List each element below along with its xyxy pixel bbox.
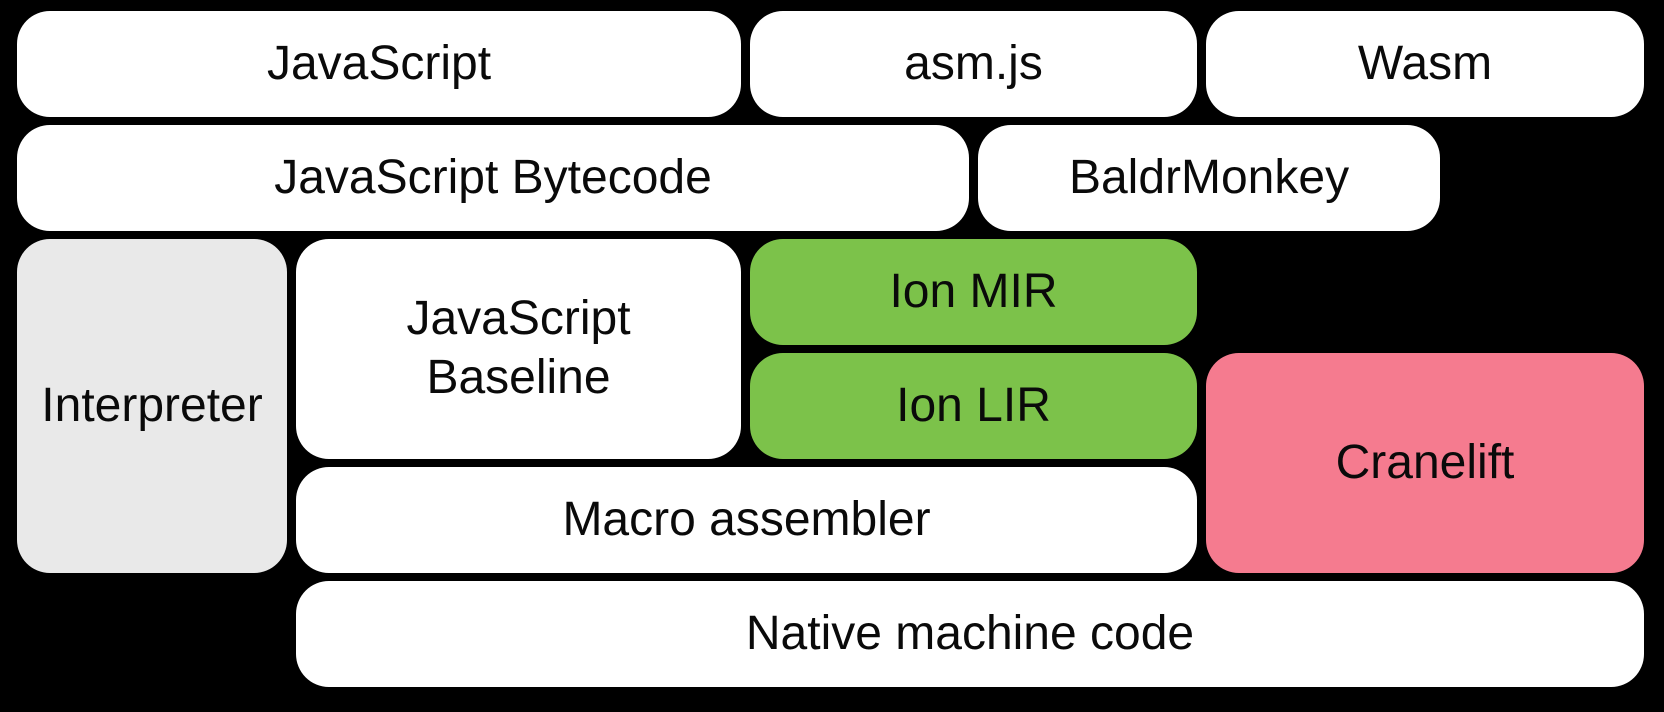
- box-macro-assembler: Macro assembler: [296, 467, 1197, 573]
- box-wasm: Wasm: [1206, 11, 1644, 117]
- box-javascript-baseline: JavaScript Baseline: [296, 239, 741, 459]
- box-label-ion-lir: Ion LIR: [896, 378, 1051, 432]
- box-label-cranelift: Cranelift: [1335, 435, 1515, 489]
- box-label-asm-js: asm.js: [904, 36, 1043, 90]
- box-javascript: JavaScript: [17, 11, 741, 117]
- box-label-macro-assembler: Macro assembler: [562, 492, 931, 546]
- box-label-interpreter: Interpreter: [41, 378, 263, 432]
- box-interpreter: Interpreter: [17, 239, 287, 573]
- box-javascript-bytecode: JavaScript Bytecode: [17, 125, 969, 231]
- box-label-javascript-bytecode: JavaScript Bytecode: [274, 150, 712, 204]
- box-label-javascript-baseline: JavaScript Baseline: [406, 292, 631, 404]
- box-native-machine-code: Native machine code: [296, 581, 1644, 687]
- box-label-baldrmonkey: BaldrMonkey: [1068, 150, 1350, 204]
- box-asm-js: asm.js: [750, 11, 1197, 117]
- box-cranelift: Cranelift: [1206, 353, 1644, 573]
- box-baldrmonkey: BaldrMonkey: [978, 125, 1440, 231]
- box-label-ion-mir: Ion MIR: [889, 264, 1058, 318]
- box-ion-mir: Ion MIR: [750, 239, 1197, 345]
- box-label-wasm: Wasm: [1357, 36, 1493, 90]
- box-label-native-machine-code: Native machine code: [745, 606, 1195, 660]
- box-ion-lir: Ion LIR: [750, 353, 1197, 459]
- box-label-javascript: JavaScript: [266, 36, 492, 90]
